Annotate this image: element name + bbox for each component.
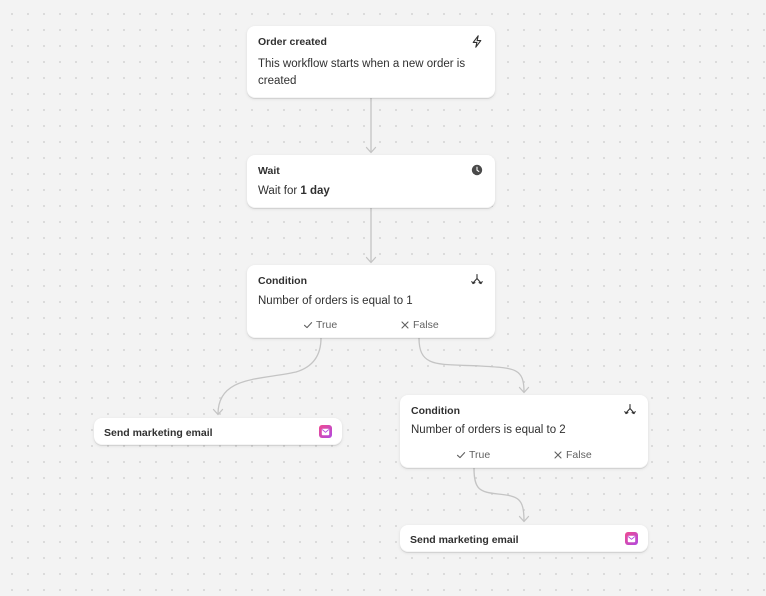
- branch-icon: [623, 403, 637, 417]
- node-title: Order created: [258, 36, 327, 48]
- action-node-send-email-2[interactable]: Send marketing email: [400, 525, 648, 552]
- node-header: Wait: [258, 164, 484, 180]
- branch-icon: [470, 273, 484, 287]
- node-title: Send marketing email: [104, 427, 213, 439]
- trigger-node-order-created[interactable]: Order created This workflow starts when …: [247, 26, 495, 98]
- branch-labels: True False: [247, 319, 495, 333]
- branch-false-label: False: [413, 319, 439, 331]
- branch-true[interactable]: True: [456, 449, 490, 461]
- email-app-icon: [625, 532, 638, 545]
- wait-prefix: Wait for: [258, 185, 301, 197]
- branch-false[interactable]: False: [553, 449, 592, 461]
- lightning-icon: [470, 34, 484, 48]
- branch-false-label: False: [566, 449, 592, 461]
- connector-true-to-email-2: [473, 467, 525, 522]
- arrowhead-wait: [365, 146, 377, 154]
- condition-node-2[interactable]: Condition Number of orders is equal to 2…: [400, 395, 648, 468]
- condition-node-1[interactable]: Condition Number of orders is equal to 1…: [247, 265, 495, 338]
- node-description: Number of orders is equal to 2: [411, 424, 566, 436]
- action-node-send-email-1[interactable]: Send marketing email: [94, 418, 342, 445]
- arrowhead-condition-2: [518, 386, 530, 394]
- wait-duration: 1 day: [300, 185, 330, 197]
- branch-true-label: True: [316, 319, 338, 331]
- arrowhead-condition: [365, 256, 377, 264]
- branch-true-label: True: [469, 449, 491, 461]
- check-icon: [303, 322, 313, 329]
- wait-node[interactable]: Wait Wait for 1 day: [247, 155, 495, 208]
- node-header: Order created: [258, 34, 484, 51]
- check-icon: [456, 452, 466, 459]
- connector-false-to-condition: [418, 337, 525, 393]
- arrowhead-email-1: [212, 408, 224, 416]
- arrowhead-email-2: [518, 515, 530, 523]
- node-title: Send marketing email: [410, 534, 519, 546]
- x-icon: [401, 321, 409, 329]
- node-description: Wait for 1 day: [258, 183, 484, 200]
- connector-true-to-email: [217, 337, 322, 415]
- node-header: Condition: [258, 273, 484, 290]
- x-icon: [554, 451, 562, 459]
- node-title: Condition: [258, 275, 307, 287]
- node-description: This workflow starts when a new order is…: [258, 58, 466, 87]
- clock-icon: [470, 163, 484, 177]
- branch-true[interactable]: True: [303, 319, 337, 331]
- node-description: Number of orders is equal to 1: [258, 295, 413, 307]
- email-app-icon: [319, 425, 332, 438]
- node-title: Wait: [258, 165, 280, 177]
- node-title: Condition: [411, 405, 460, 417]
- node-header: Condition: [411, 403, 637, 420]
- branch-labels: True False: [400, 449, 648, 463]
- branch-false[interactable]: False: [400, 319, 439, 331]
